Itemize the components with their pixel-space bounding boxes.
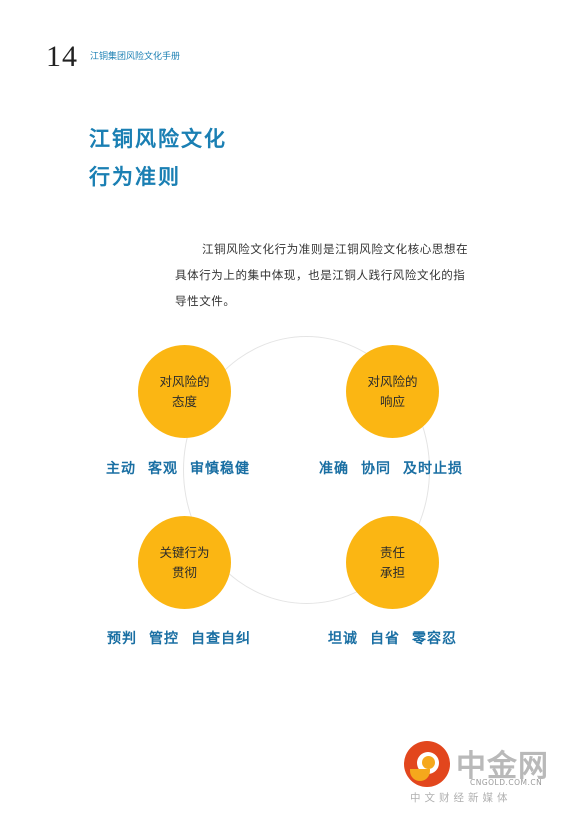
- value-term: 自省: [370, 631, 400, 647]
- attitude-values: 主动客观审慎稳健: [106, 458, 250, 478]
- watermark-tagline: 中文财经新媒体: [410, 792, 512, 804]
- value-term: 预判: [107, 631, 137, 647]
- value-term: 零容忍: [412, 631, 457, 647]
- cngold-logo-icon: [404, 741, 450, 787]
- circle-label-line-2: 响应: [379, 393, 405, 409]
- section-title-line-2: 行为准则: [89, 165, 181, 189]
- section-title: 江铜风险文化 行为准则: [89, 120, 227, 196]
- value-term: 自查自纠: [191, 631, 251, 647]
- quadrant-circle-key-behavior: 关键行为 贯彻: [138, 516, 231, 609]
- circle-label-line-2: 态度: [171, 393, 197, 409]
- value-term: 及时止损: [403, 461, 463, 477]
- response-values: 准确协同及时止损: [319, 458, 463, 478]
- value-term: 审慎稳健: [190, 461, 250, 477]
- key-behavior-values: 预判管控自查自纠: [107, 628, 251, 648]
- page-number: 14: [46, 40, 78, 73]
- circle-label-line-1: 对风险的: [159, 373, 210, 389]
- diagram-ring: [183, 336, 430, 604]
- handbook-title: 江铜集团风险文化手册: [90, 52, 181, 62]
- circle-label-line-2: 承担: [379, 564, 405, 580]
- value-term: 准确: [319, 461, 349, 477]
- quadrant-circle-responsibility: 责任 承担: [346, 516, 439, 609]
- circle-label-line-2: 贯彻: [171, 564, 197, 580]
- watermark-name: 中金网: [456, 749, 549, 784]
- circle-label-line-1: 责任: [379, 544, 405, 560]
- watermark-domain: CNGOLD.COM.CN: [470, 778, 543, 787]
- value-term: 主动: [106, 461, 136, 477]
- value-term: 协同: [361, 461, 391, 477]
- circle-label-line-1: 对风险的: [367, 373, 418, 389]
- quadrant-circle-attitude: 对风险的 态度: [138, 345, 231, 438]
- value-term: 客观: [148, 461, 178, 477]
- value-term: 坦诚: [328, 631, 358, 647]
- quadrant-circle-response: 对风险的 响应: [346, 345, 439, 438]
- circle-label-line-1: 关键行为: [159, 544, 210, 560]
- section-title-line-1: 江铜风险文化: [89, 127, 227, 151]
- responsibility-values: 坦诚自省零容忍: [328, 628, 457, 648]
- intro-paragraph: 江铜风险文化行为准则是江铜风险文化核心思想在具体行为上的集中体现，也是江铜人践行…: [175, 242, 469, 308]
- value-term: 管控: [149, 631, 179, 647]
